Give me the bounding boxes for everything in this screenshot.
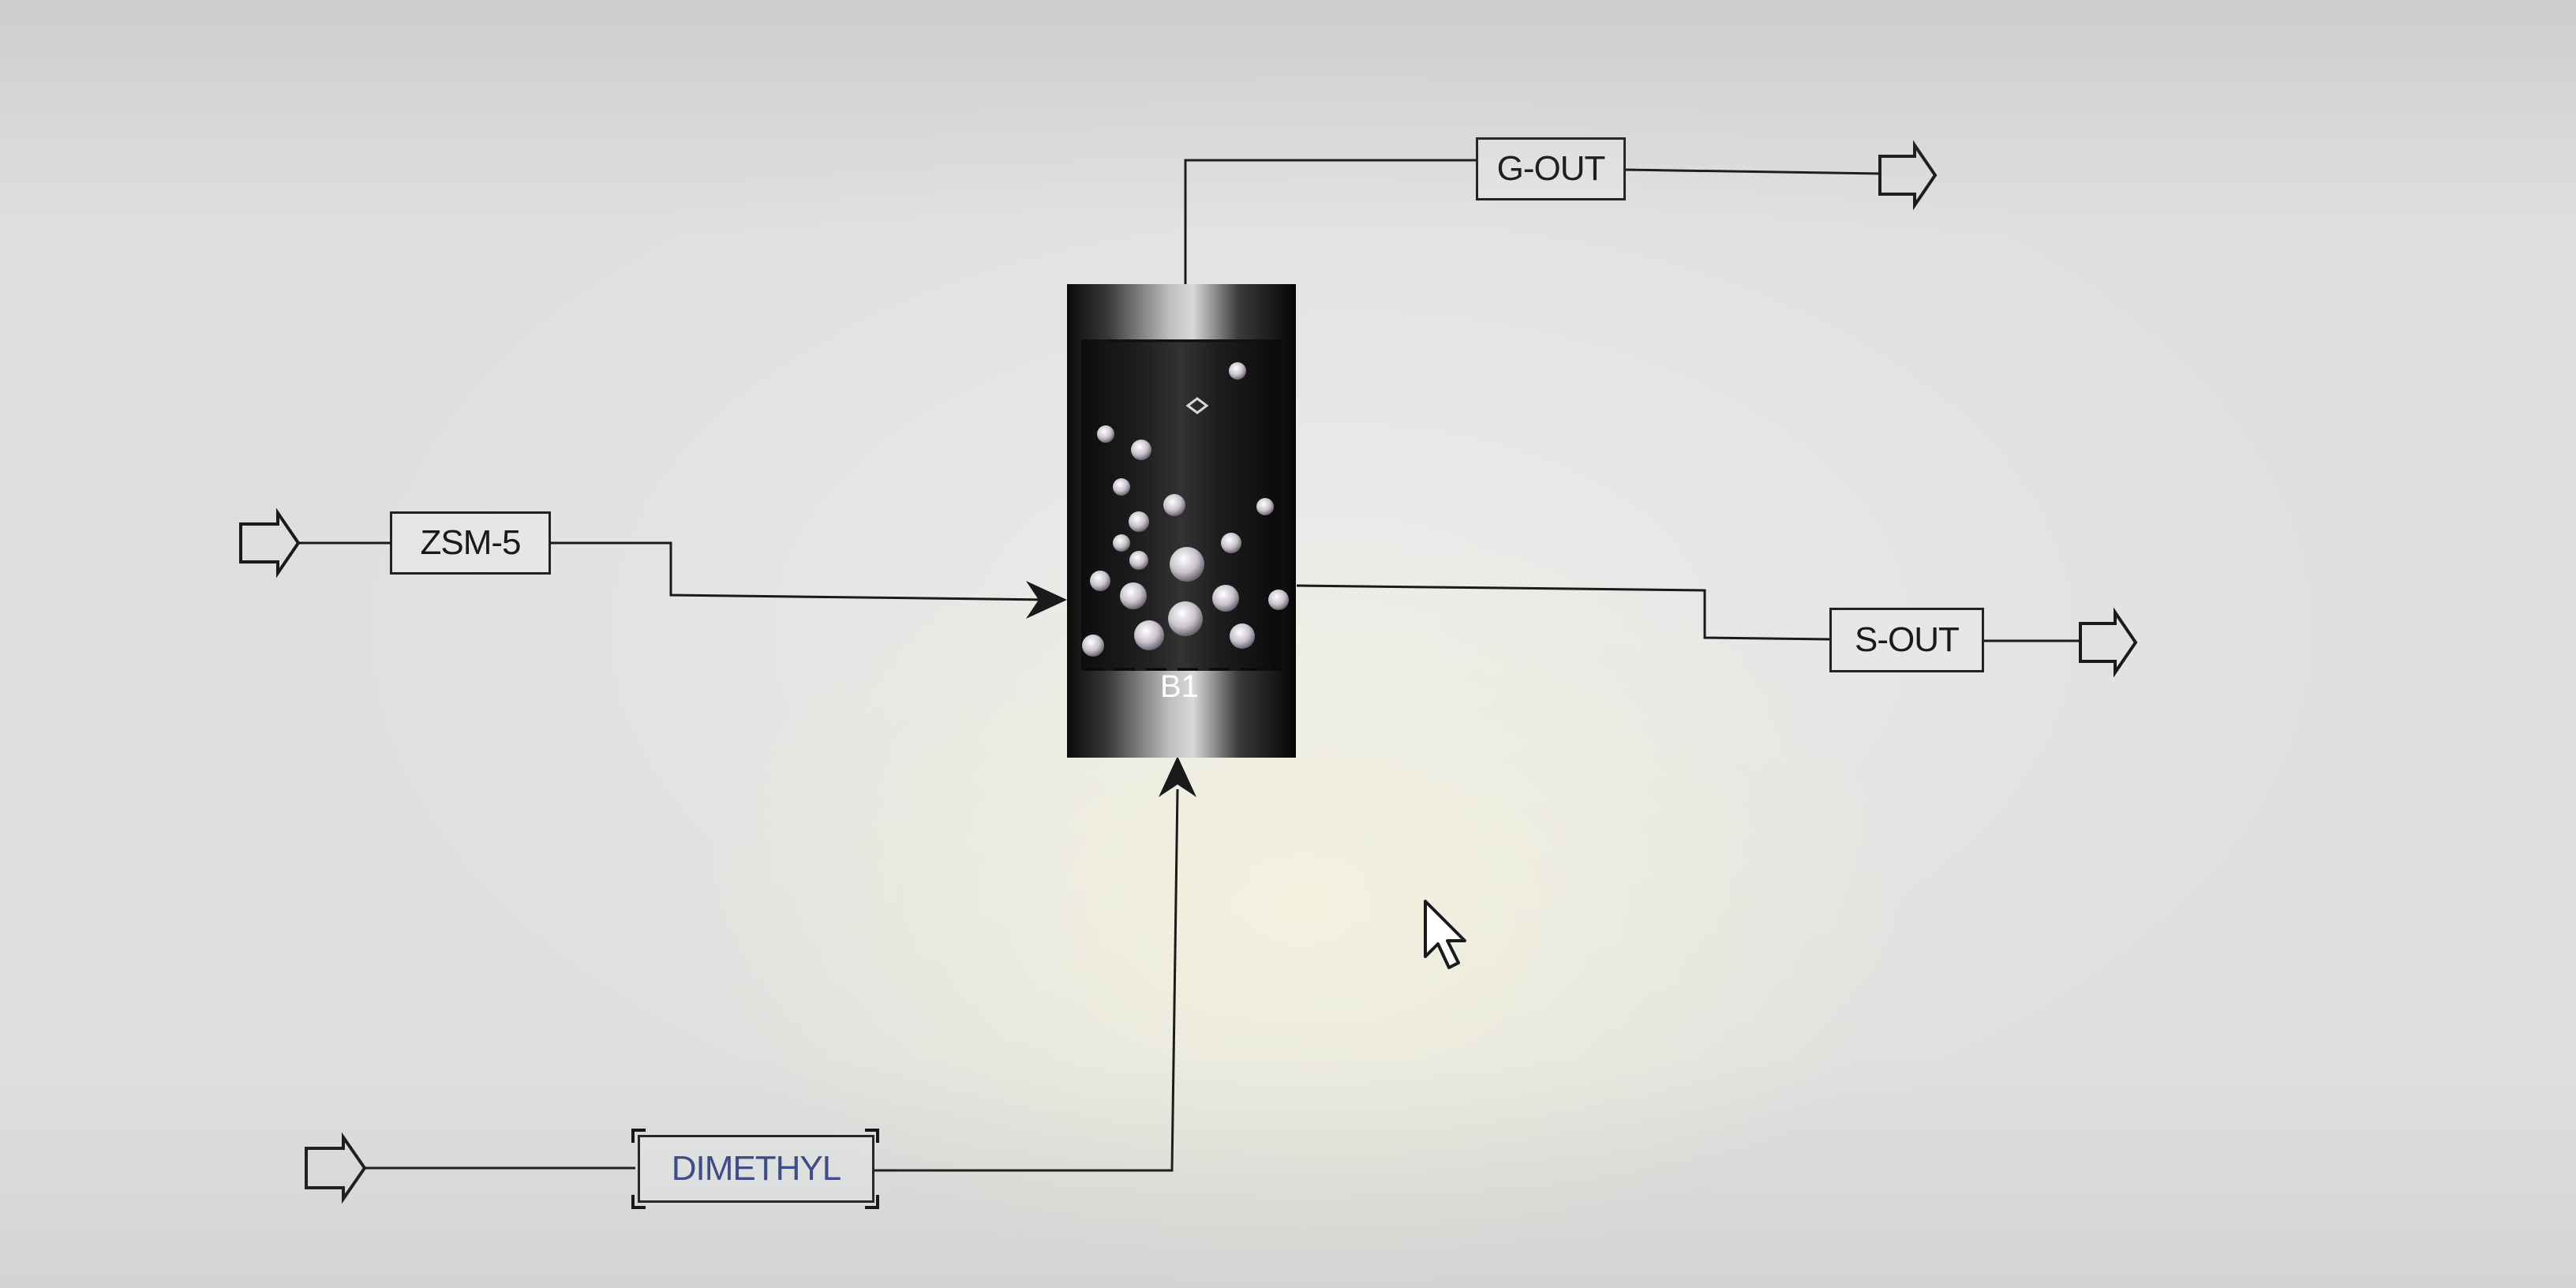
selection-handle-top-left[interactable]: [631, 1129, 646, 1143]
feed-arrow-icon: [305, 1132, 367, 1204]
selection-handle-bottom-left[interactable]: [631, 1195, 646, 1209]
stream-line: [874, 788, 1179, 1172]
reactor-block-label: B1: [1160, 669, 1199, 704]
feed-arrow-icon: [239, 507, 301, 578]
reactor-block[interactable]: [1067, 284, 1296, 758]
stream-line: [1296, 584, 1830, 641]
selection-handle-top-right[interactable]: [865, 1129, 879, 1143]
stream-label-g-out[interactable]: G-OUT: [1476, 137, 1626, 200]
stream-label-zsm5[interactable]: ZSM-5: [390, 511, 551, 575]
stream-zsm5[interactable]: [239, 507, 1067, 619]
inlet-arrowhead-icon: [1026, 581, 1067, 619]
selection-handle-bottom-right[interactable]: [865, 1195, 879, 1209]
mouse-cursor-icon: [1424, 900, 1466, 969]
stream-label-s-out[interactable]: S-OUT: [1829, 608, 1984, 672]
stream-s-out[interactable]: [1296, 584, 2138, 678]
stream-line: [1623, 168, 1881, 175]
product-arrow-icon: [2079, 607, 2138, 678]
stream-dimethyl[interactable]: [305, 756, 1196, 1204]
fluidized-bed-icon: [1082, 362, 1289, 657]
stream-label-dimethyl[interactable]: DIMETHYL: [638, 1135, 874, 1203]
stream-line: [1184, 159, 1476, 284]
inlet-arrowhead-icon: [1159, 756, 1196, 797]
stream-g-out[interactable]: [1184, 140, 1938, 284]
stream-line: [550, 541, 1050, 601]
product-arrow-icon: [1878, 140, 1938, 211]
